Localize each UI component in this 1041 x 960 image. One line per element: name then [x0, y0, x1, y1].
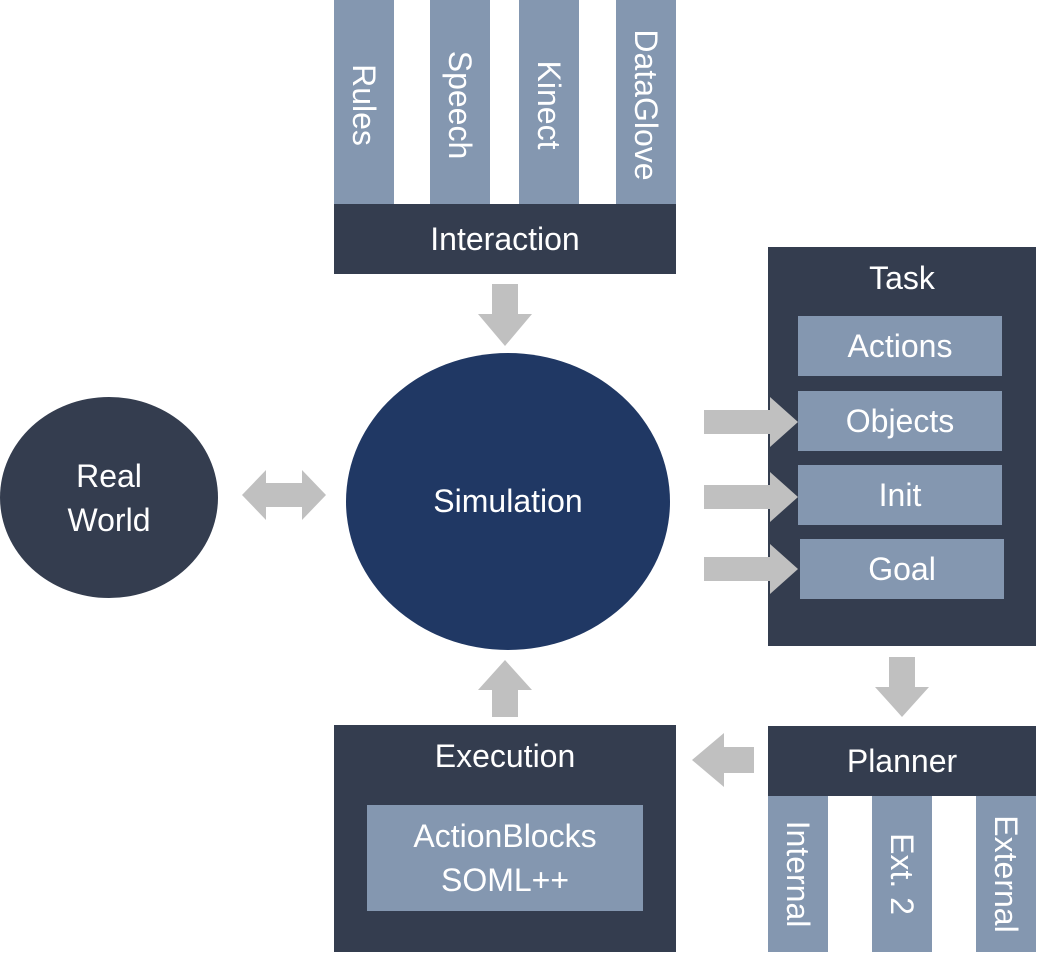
arrow-to-goal: [704, 544, 798, 594]
arrow-to-objects: [704, 397, 798, 447]
interaction-title: Interaction: [430, 220, 580, 257]
arrow-task-to-planner: [875, 657, 929, 717]
execution-details: ActionBlocks SOML++: [367, 805, 643, 911]
input-label-kinect: Kinect: [531, 60, 567, 150]
input-column-rules: Rules: [334, 0, 394, 210]
task-item-objects: Objects: [798, 391, 1002, 451]
input-label-dataglove: DataGlove: [628, 29, 664, 181]
arrow-execution-to-simulation: [478, 660, 532, 717]
interaction-box: Interaction: [334, 204, 676, 274]
arrow-to-init: [704, 472, 798, 522]
input-label-rules: Rules: [346, 64, 382, 146]
task-item-goal-label: Goal: [868, 550, 936, 587]
task-item-init-label: Init: [878, 476, 922, 513]
arrow-planner-to-execution: [692, 733, 754, 787]
arrow-realworld-simulation: [242, 470, 326, 520]
execution-title: Execution: [434, 738, 576, 774]
arrow-interaction-to-simulation: [478, 284, 532, 346]
planner-box: Planner: [768, 726, 1036, 796]
planner-option-external: External: [976, 796, 1036, 952]
simulation-node: Simulation: [346, 353, 670, 650]
execution-line-2: SOML++: [440, 862, 570, 898]
planner-title: Planner: [846, 742, 958, 779]
input-column-dataglove: DataGlove: [616, 0, 676, 210]
task-title: Task: [869, 260, 935, 296]
task-item-objects-label: Objects: [845, 402, 955, 439]
real-world-line-1: Real: [76, 457, 142, 494]
task-item-actions-label: Actions: [847, 327, 953, 364]
input-label-speech: Speech: [442, 50, 478, 160]
task-item-goal: Goal: [800, 539, 1004, 599]
task-item-init: Init: [798, 465, 1002, 525]
real-world-line-2: World: [67, 501, 151, 538]
real-world-node: Real World: [0, 397, 218, 598]
planner-option-internal: Internal: [768, 796, 828, 952]
task-item-actions: Actions: [798, 316, 1002, 376]
input-column-speech: Speech: [430, 0, 490, 210]
planner-option-external-label: External: [988, 815, 1024, 933]
simulation-label: Simulation: [433, 483, 583, 519]
input-column-kinect: Kinect: [519, 0, 579, 210]
planner-option-ext2-label: Ext. 2: [884, 833, 920, 915]
execution-line-1: ActionBlocks: [413, 818, 597, 854]
planner-option-ext2: Ext. 2: [872, 796, 932, 952]
planner-option-internal-label: Internal: [780, 820, 816, 928]
